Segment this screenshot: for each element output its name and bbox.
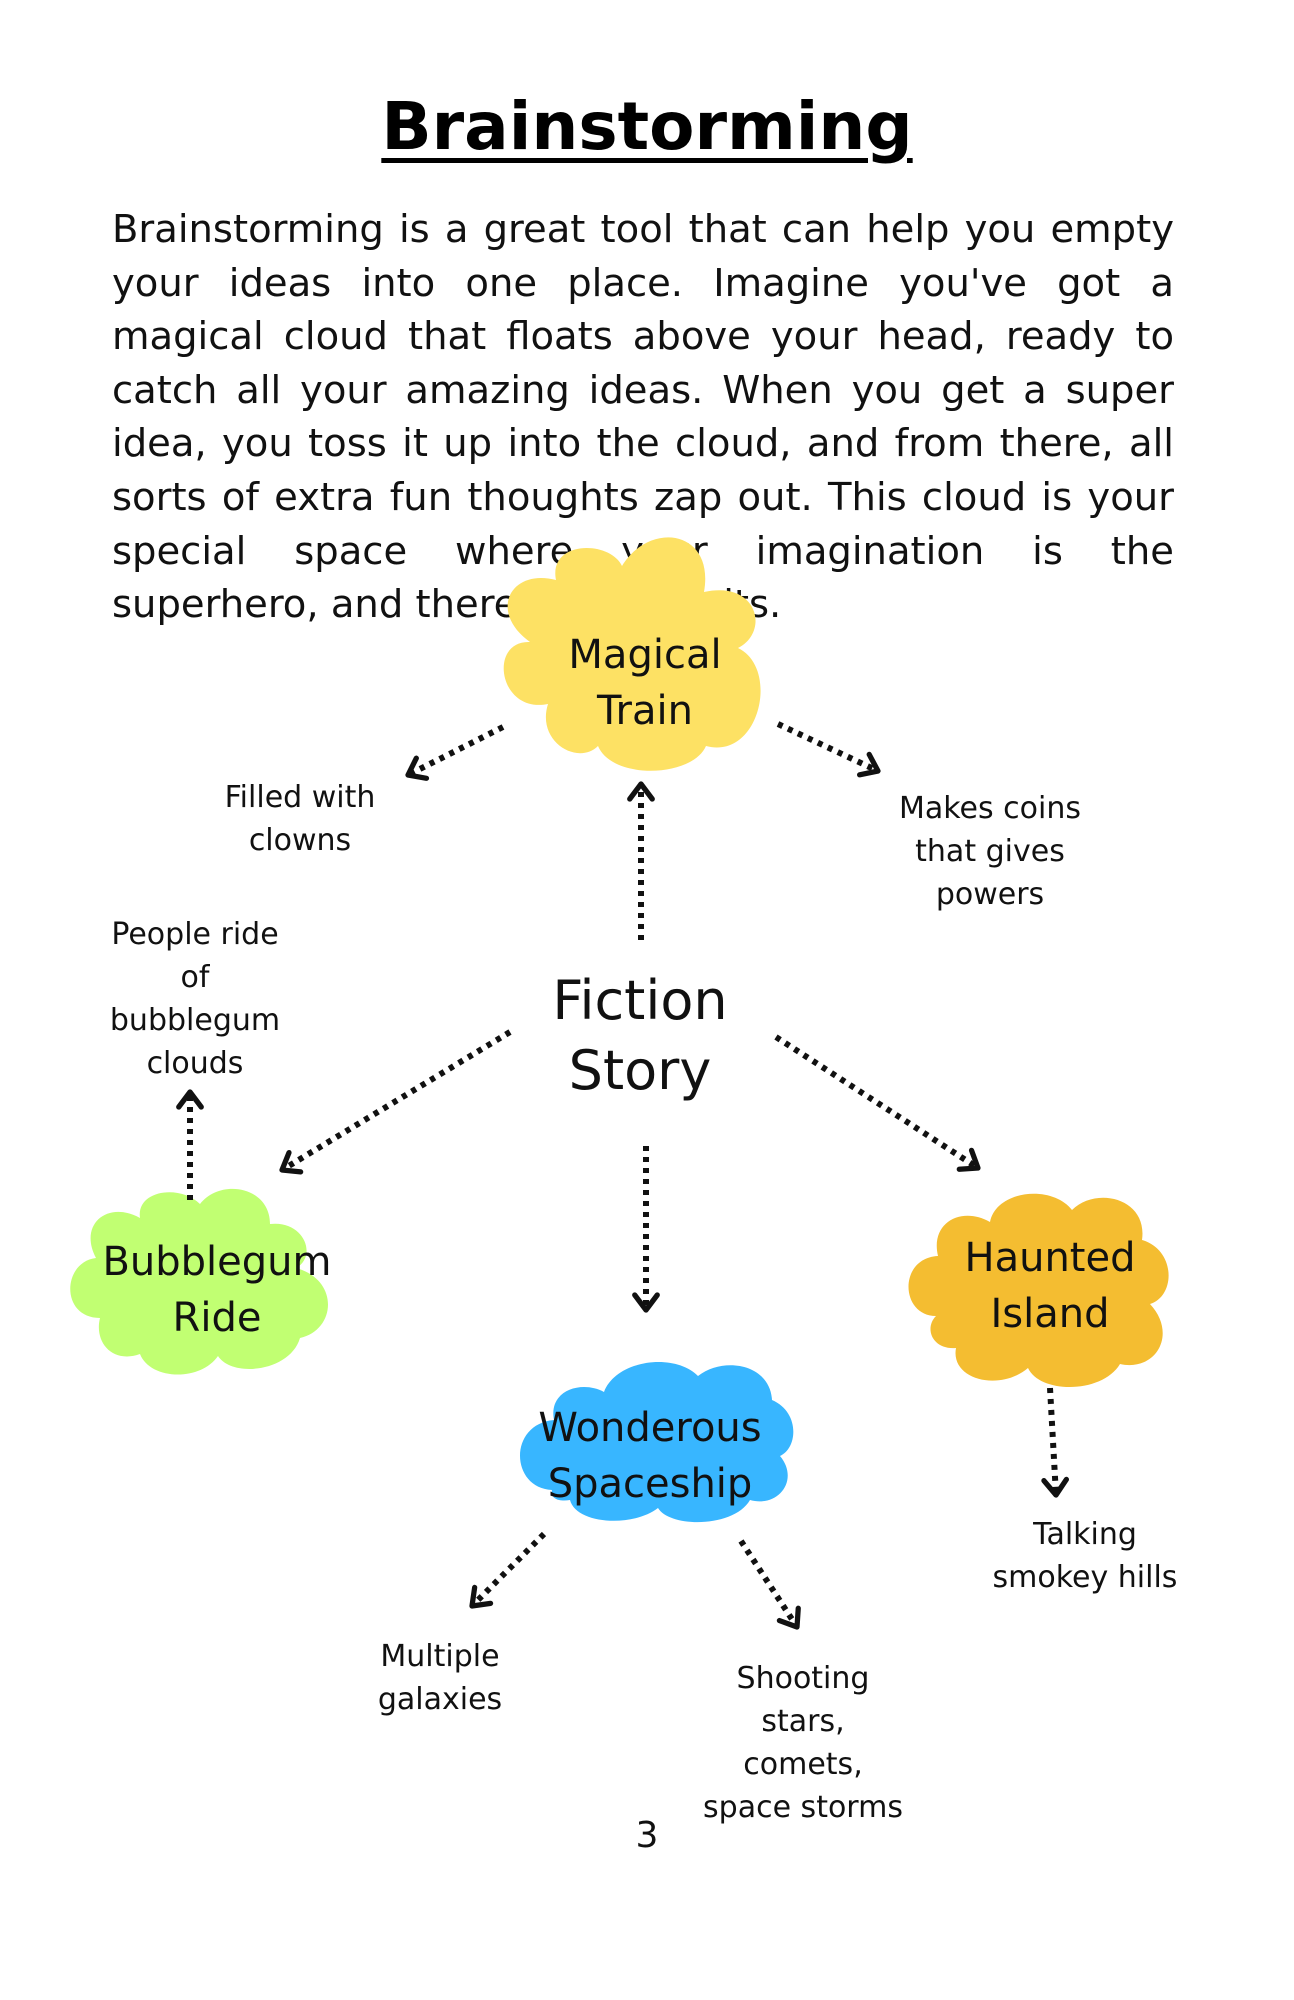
cloud-label-magical-train: Magical Train <box>520 627 770 739</box>
note-shooting-stars: Shooting stars, comets, space storms <box>673 1657 933 1829</box>
cloud-bubblegum-ride <box>70 1188 328 1375</box>
note-line: People ride <box>111 917 279 952</box>
cloud-label-haunted-island: Haunted Island <box>925 1230 1175 1342</box>
label-line: Wonderous <box>538 1405 762 1451</box>
arrow-center-to-haunted-island <box>774 1034 981 1172</box>
label-line: Train <box>597 688 693 734</box>
note-line: Makes coins <box>898 791 1082 826</box>
note-multiple-galaxies: Multiple galaxies <box>330 1635 550 1721</box>
note-line: bubblegum <box>109 1003 281 1038</box>
note-people-ride-bubblegum-clouds: People ride of bubblegum clouds <box>80 913 310 1085</box>
note-line: stars, <box>761 1704 845 1739</box>
label-line: Haunted <box>964 1235 1136 1281</box>
arrow-spaceship-to-shooting-stars <box>738 1539 801 1630</box>
cloud-shape <box>70 1188 328 1375</box>
note-line: of <box>180 960 210 995</box>
note-line: Talking <box>1033 1517 1137 1552</box>
cloud-label-bubblegum-ride: Bubblegum Ride <box>97 1234 337 1346</box>
cloud-shape <box>503 537 761 771</box>
arrows <box>176 721 1070 1630</box>
note-line: Shooting <box>736 1661 870 1696</box>
note-line: Filled with <box>224 780 376 815</box>
label-line: Ride <box>172 1295 262 1341</box>
arrow-island-to-smokey-hills <box>1041 1387 1070 1498</box>
page-title: Brainstorming <box>381 88 913 165</box>
note-line: clouds <box>146 1046 244 1081</box>
cloud-haunted-island <box>908 1193 1169 1388</box>
note-line: Multiple <box>380 1639 500 1674</box>
note-line: that gives <box>915 834 1065 869</box>
cloud-wonderous-spaceship <box>520 1362 794 1523</box>
note-makes-coins: Makes coins that gives powers <box>870 787 1110 916</box>
note-line: space storms <box>703 1790 903 1825</box>
note-talking-smokey-hills: Talking smokey hills <box>960 1513 1210 1599</box>
cloud-magical-train <box>503 537 761 771</box>
label-line: Spaceship <box>547 1461 753 1507</box>
note-line: comets, <box>743 1747 863 1782</box>
center-line: Story <box>568 1039 712 1102</box>
note-line: clowns <box>248 823 352 858</box>
center-line: Fiction <box>552 969 728 1032</box>
note-line: smokey hills <box>992 1560 1178 1595</box>
note-line: galaxies <box>377 1682 503 1717</box>
arrow-spaceship-to-galaxies <box>469 1531 547 1609</box>
cloud-label-wonderous-spaceship: Wonderous Spaceship <box>525 1400 775 1512</box>
cloud-shape <box>520 1362 794 1523</box>
cloud-shape <box>908 1193 1169 1388</box>
label-line: Island <box>990 1291 1110 1337</box>
center-topic: Fiction Story <box>500 966 780 1106</box>
arrow-train-to-clowns <box>405 724 505 781</box>
label-line: Magical <box>568 632 722 678</box>
page-number: 3 <box>635 1815 659 1856</box>
note-filled-with-clowns: Filled with clowns <box>190 776 410 862</box>
arrow-train-to-coins <box>776 721 881 778</box>
label-line: Bubblegum <box>102 1239 332 1285</box>
arrow-center-to-bubblegum <box>279 1029 512 1175</box>
note-line: powers <box>935 877 1045 912</box>
